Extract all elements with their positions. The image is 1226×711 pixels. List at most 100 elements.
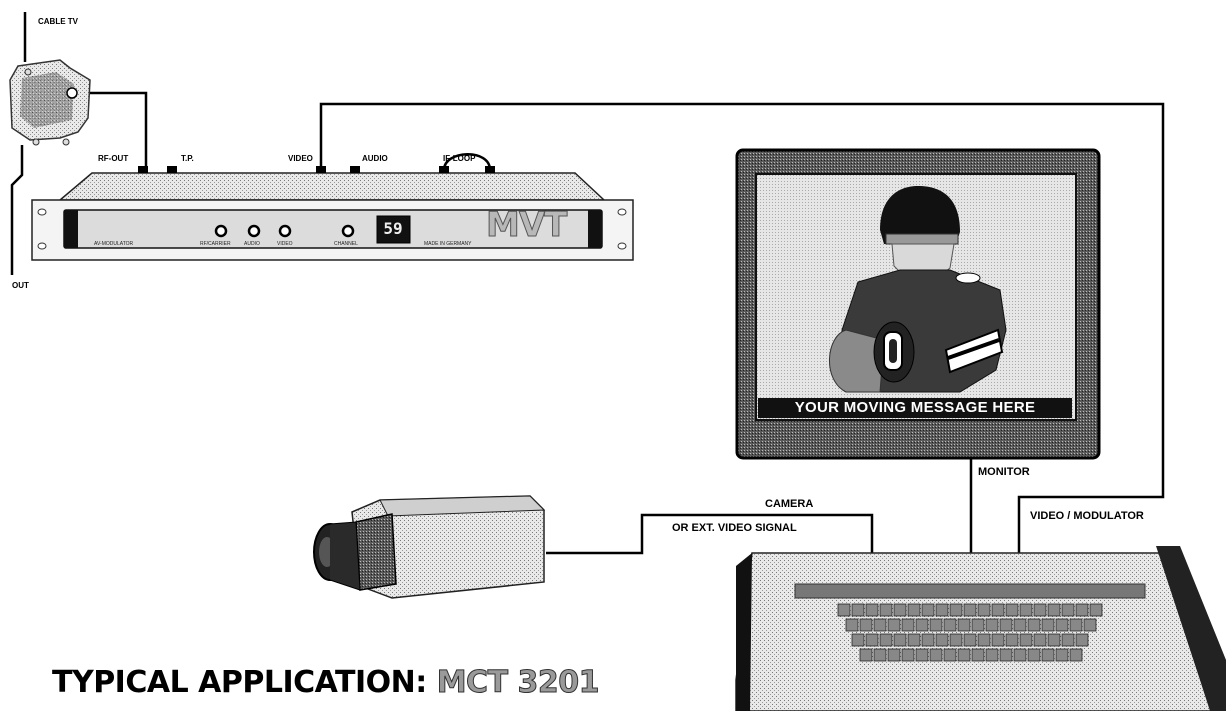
screen-message: YOUR MOVING MESSAGE HERE — [758, 398, 1072, 418]
keyboard-key — [866, 604, 878, 616]
channel-readout: 59 — [378, 218, 408, 240]
keyboard-key — [1076, 634, 1088, 646]
keyboard-key — [1076, 604, 1088, 616]
keyboard-key — [978, 604, 990, 616]
audio-label: AUDIO — [362, 155, 388, 163]
keyboard-key — [894, 604, 906, 616]
keyboard-key — [930, 619, 942, 631]
if-loop-label: IF-LOOP — [443, 155, 475, 163]
keyboard-key — [950, 634, 962, 646]
keyboard-key — [860, 649, 872, 661]
keyboard-key — [986, 619, 998, 631]
keyboard-key — [986, 649, 998, 661]
video-knob — [280, 226, 290, 236]
keyboard-console — [736, 546, 1226, 711]
keyboard-key — [866, 634, 878, 646]
out-label: OUT — [12, 282, 29, 290]
keyboard-key — [1048, 634, 1060, 646]
panel-label-rf-carrier: RF/CARRIER — [200, 242, 231, 247]
keyboard-key — [950, 604, 962, 616]
keyboard-key — [888, 649, 900, 661]
panel-label-made-in: MADE IN GERMANY — [424, 242, 472, 247]
tp-label: T.P. — [181, 155, 194, 163]
video-modulator-label: VIDEO / MODULATOR — [1030, 511, 1144, 522]
keyboard-key — [922, 604, 934, 616]
keyboard-key — [944, 649, 956, 661]
keyboard-key — [916, 619, 928, 631]
keyboard-key — [880, 604, 892, 616]
keyboard-key — [972, 619, 984, 631]
keyboard-key — [1000, 619, 1012, 631]
keyboard-key — [874, 619, 886, 631]
keyboard-key — [902, 619, 914, 631]
keyboard-key — [964, 634, 976, 646]
keyboard-key — [1034, 634, 1046, 646]
keyboard-key — [902, 649, 914, 661]
keyboard-key — [1084, 619, 1096, 631]
cable-out-line — [12, 145, 22, 275]
keyboard-key — [1062, 634, 1074, 646]
keyboard-key — [992, 604, 1004, 616]
keyboard-key — [1000, 649, 1012, 661]
title-model: MCT 3201 — [437, 665, 599, 700]
rf-carrier-knob — [216, 226, 226, 236]
keyboard-key — [846, 619, 858, 631]
keyboard-key — [944, 619, 956, 631]
diagram-title: TYPICAL APPLICATION: MCT 3201 — [52, 668, 599, 698]
keyboard-key — [852, 634, 864, 646]
keyboard-key — [1028, 619, 1040, 631]
keyboard-key — [860, 619, 872, 631]
keyboard-key — [1056, 649, 1068, 661]
keyboard-key — [1042, 649, 1054, 661]
keyboard-key — [930, 649, 942, 661]
cable-splitter — [10, 60, 90, 145]
keyboard-key — [936, 604, 948, 616]
keyboard-key — [1048, 604, 1060, 616]
panel-label-av-modulator: AV-MODULATOR — [94, 242, 133, 247]
keyboard-key — [1056, 619, 1068, 631]
cable-tv-label: CABLE TV — [38, 18, 78, 26]
camera — [314, 496, 544, 598]
keyboard-key — [992, 634, 1004, 646]
keyboard-key — [964, 604, 976, 616]
keyboard-key — [908, 604, 920, 616]
camera-label: CAMERA — [765, 499, 813, 510]
keyboard-key — [1020, 604, 1032, 616]
keyboard-key — [1028, 649, 1040, 661]
keyboard-key — [1070, 619, 1082, 631]
keyboard-key — [1006, 634, 1018, 646]
keyboard-key — [874, 649, 886, 661]
keyboard-key — [1014, 649, 1026, 661]
video-label: VIDEO — [288, 155, 313, 163]
keyboard-key — [888, 619, 900, 631]
ext-video-label: OR EXT. VIDEO SIGNAL — [672, 523, 797, 534]
rf-out-label: RF-OUT — [98, 155, 128, 163]
keyboard-key — [958, 649, 970, 661]
keyboard-key — [922, 634, 934, 646]
brand-logo: MVT — [486, 208, 566, 242]
keyboard-key — [894, 634, 906, 646]
keyboard-key — [1070, 649, 1082, 661]
keyboard-key — [838, 604, 850, 616]
keyboard-key — [880, 634, 892, 646]
panel-label-channel: CHANNEL — [334, 242, 358, 247]
keyboard-key — [852, 604, 864, 616]
panel-label-video: VIDEO — [277, 242, 293, 247]
keyboard-key — [972, 649, 984, 661]
monitor-label: MONITOR — [978, 467, 1030, 478]
keyboard-key — [978, 634, 990, 646]
keyboard-key — [908, 634, 920, 646]
channel-knob — [343, 226, 353, 236]
keyboard-key — [1034, 604, 1046, 616]
keyboard-key — [916, 649, 928, 661]
keyboard-key — [1020, 634, 1032, 646]
keyboard-key — [1006, 604, 1018, 616]
camera-cable — [546, 515, 872, 553]
keyboard-key — [936, 634, 948, 646]
keyboard-key — [1090, 604, 1102, 616]
keyboard-key — [1014, 619, 1026, 631]
keyboard-key — [1042, 619, 1054, 631]
audio-knob — [249, 226, 259, 236]
panel-label-audio: AUDIO — [244, 242, 260, 247]
